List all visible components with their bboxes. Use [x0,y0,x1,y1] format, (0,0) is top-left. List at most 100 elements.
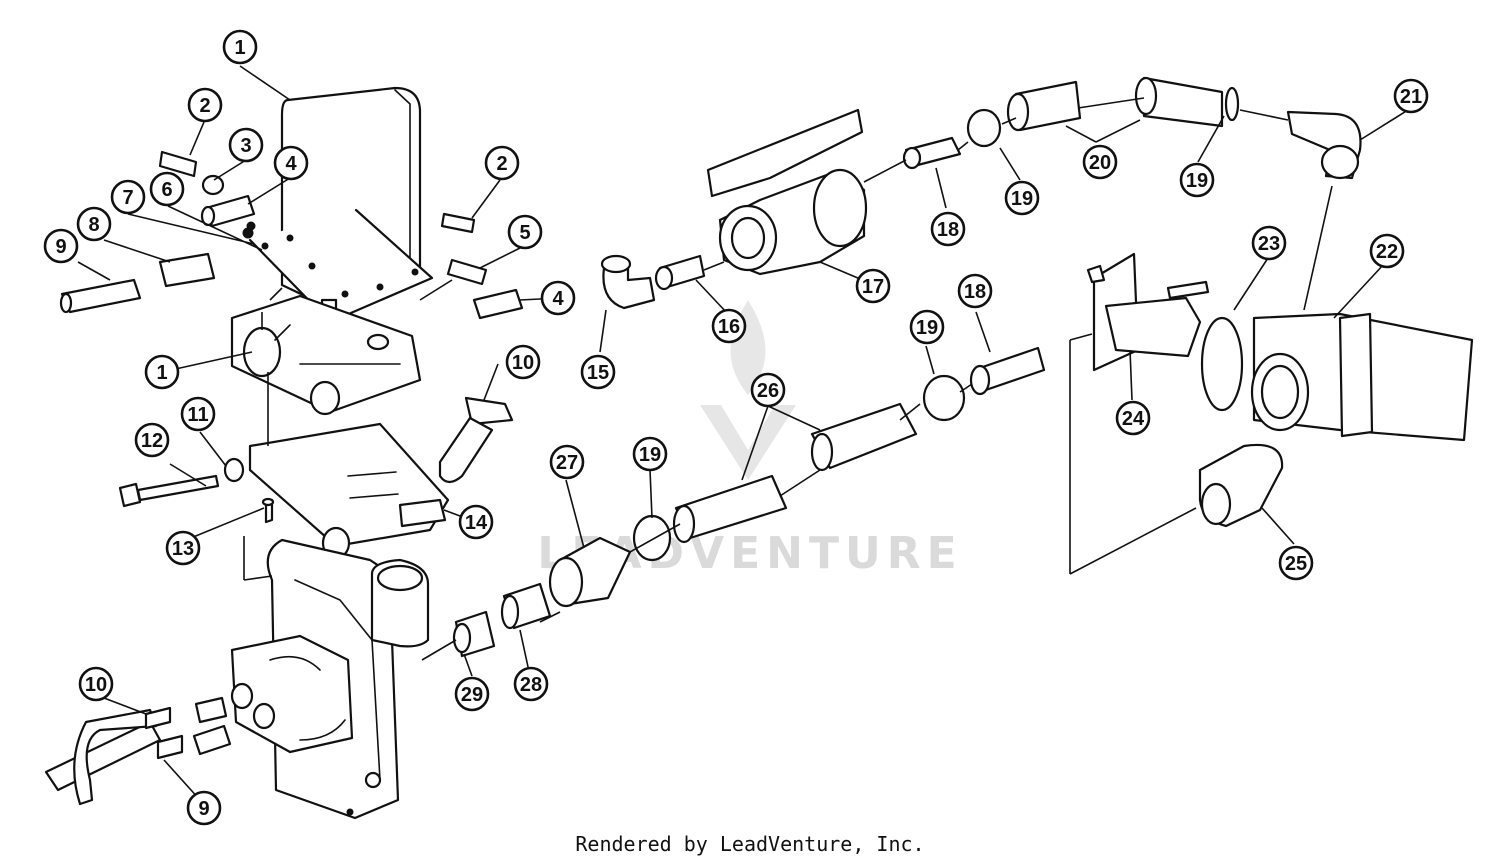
callout-9a: 9 [43,228,79,264]
callout-circle [187,87,223,123]
callout-number: 24 [1122,408,1145,430]
callout-4b: 4 [540,280,576,316]
part-cover [248,86,434,324]
callout-27: 27 [549,444,585,480]
callout-circle [110,179,146,215]
callout-circle [549,444,585,480]
callout-number: 19 [916,317,938,339]
callout-circle [540,280,576,316]
callout-number: 29 [461,684,483,706]
callout-6: 6 [149,171,185,207]
callout-circle [144,354,180,390]
part-elbow-21 [1286,110,1362,180]
part-housing-block [230,294,422,416]
callout-number: 1 [234,37,245,59]
callout-circle [507,214,543,250]
callout-number: 26 [757,380,779,402]
part-hose-20 [1006,76,1224,132]
callout-19a: 19 [1004,180,1040,216]
callout-number: 28 [520,674,542,696]
callout-number: 18 [964,281,986,303]
callout-number: 7 [122,187,133,209]
callout-2b: 2 [484,145,520,181]
callout-number: 25 [1285,553,1307,575]
callout-4a: 4 [273,145,309,181]
callout-circle [454,676,490,712]
callout-10a: 10 [505,344,541,380]
callout-18b: 18 [957,273,993,309]
callout-12: 12 [134,422,170,458]
callout-24: 24 [1115,400,1151,436]
callout-circle [1369,233,1405,269]
callout-19d: 19 [632,436,668,472]
callout-1b: 1 [144,354,180,390]
part-hoses-lower-left [44,696,232,806]
callout-circle [580,354,616,390]
callout-26: 26 [750,372,786,408]
callout-circle [1004,180,1040,216]
callout-number: 15 [587,362,609,384]
callout-11: 11 [180,396,216,432]
callout-circle [1082,144,1118,180]
callout-circle [186,790,222,826]
callout-3: 3 [228,127,264,163]
callout-number: 10 [85,674,107,696]
callout-circle [149,171,185,207]
callout-number: 19 [1011,188,1033,210]
part-pump-housing [230,538,430,820]
callout-number: 16 [718,316,740,338]
callout-2a: 2 [187,87,223,123]
callout-10b: 10 [78,666,114,702]
callout-circle [1115,400,1151,436]
callout-circle [273,145,309,181]
callout-28: 28 [513,666,549,702]
callout-23: 23 [1251,225,1287,261]
callout-number: 18 [937,219,959,241]
callout-number: 22 [1376,241,1398,263]
callout-number: 2 [496,153,507,175]
callout-number: 3 [240,135,251,157]
callout-25: 25 [1278,545,1314,581]
callout-circle [711,308,747,344]
callout-22: 22 [1369,233,1405,269]
part-hoses-26-27 [452,402,918,658]
callout-number: 9 [198,798,209,820]
callout-number: 8 [88,214,99,236]
callout-circle [43,228,79,264]
part-plate [248,422,450,560]
callout-number: 27 [556,452,578,474]
callout-number: 1 [156,362,167,384]
callout-19b: 19 [1179,162,1215,198]
callout-number: 6 [161,179,172,201]
callout-circle [76,206,112,242]
callout-circle [632,436,668,472]
part-pump-22 [1086,252,1474,528]
callout-number: 14 [465,512,488,534]
callout-circle [134,422,170,458]
callout-20: 20 [1082,144,1118,180]
callout-number: 4 [285,153,297,175]
callout-number: 13 [172,538,194,560]
callout-14: 14 [458,504,494,540]
callout-circle [513,666,549,702]
callout-number: 12 [141,430,163,452]
callout-circle [909,309,945,345]
callout-18a: 18 [930,211,966,247]
part-fittings-middle [438,212,524,484]
callout-number: 19 [1186,170,1208,192]
leader-lines [77,65,1409,801]
callout-circle [78,666,114,702]
callout-number: 5 [519,222,530,244]
callout-number: 11 [187,404,208,426]
callout-number: 23 [1258,233,1280,255]
callout-29: 29 [454,676,490,712]
part-fittings-right [632,86,1240,562]
callout-circle [222,29,258,65]
callout-number: 4 [552,288,564,310]
callout-circle [1179,162,1215,198]
callout-circle [505,344,541,380]
callout-7: 7 [110,179,146,215]
callout-circle [165,530,201,566]
